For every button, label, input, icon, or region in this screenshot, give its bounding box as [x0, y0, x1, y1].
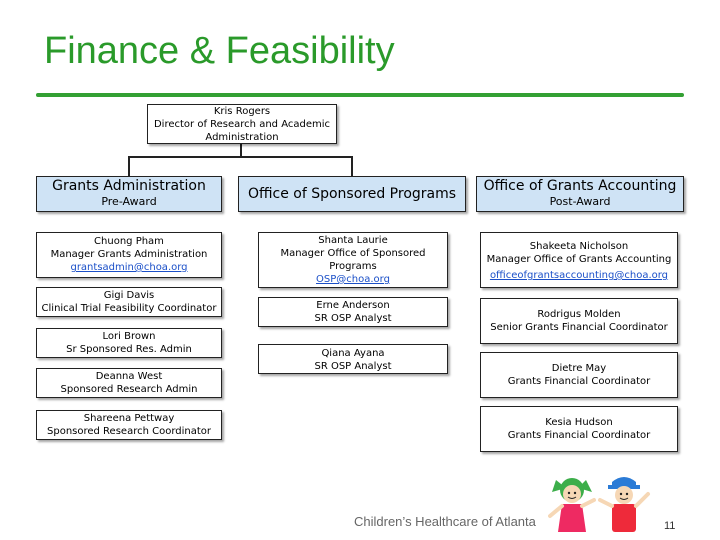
page-title: Finance & Feasibility [44, 30, 395, 72]
member-role: Sr Sponsored Res. Admin [66, 344, 192, 355]
member-name: Kesia Hudson [545, 417, 613, 428]
dept-subtitle: Pre-Award [101, 195, 157, 208]
footer-org-name: Children’s Healthcare of Atlanta [354, 514, 536, 529]
member-name: Dietre May [551, 363, 607, 374]
connector-horizontal [128, 156, 353, 158]
member-card: Shanta Laurie Manager Office of Sponsore… [258, 232, 448, 288]
member-email-link[interactable]: OSP@choa.org [316, 274, 390, 285]
dept-title: Office of Grants Accounting [483, 178, 677, 194]
member-name: Erne Anderson [316, 300, 390, 311]
dept-title: Office of Sponsored Programs [247, 186, 457, 202]
page-number: 11 [664, 520, 676, 532]
member-card: Deanna West Sponsored Research Admin [36, 368, 222, 398]
member-email-link[interactable]: officeofgrantsaccounting@choa.org [489, 270, 669, 281]
member-card: Gigi Davis Clinical Trial Feasibility Co… [36, 287, 222, 317]
connector-director-down [240, 144, 242, 156]
member-role: Senior Grants Financial Coordinator [490, 322, 668, 333]
connector-middle-drop [351, 156, 353, 176]
member-role: Manager Grants Administration [50, 249, 208, 260]
member-role: Grants Financial Coordinator [507, 430, 651, 441]
member-card: Dietre May Grants Financial Coordinator [480, 352, 678, 398]
member-name: Shanta Laurie [318, 235, 388, 246]
dept-subtitle: Post-Award [549, 195, 611, 208]
two-children-logo-icon [548, 477, 650, 532]
member-role: Clinical Trial Feasibility Coordinator [41, 303, 217, 314]
member-role: Manager Office of Grants Accounting [486, 254, 672, 265]
connector-left-drop [128, 156, 130, 176]
member-card: Shareena Pettway Sponsored Research Coor… [36, 410, 222, 440]
dept-header-sponsored-programs: Office of Sponsored Programs [238, 176, 466, 212]
member-card: Qiana Ayana SR OSP Analyst [258, 344, 448, 374]
member-email-link[interactable]: grantsadmin@choa.org [70, 262, 188, 273]
director-role: Director of Research and Academic [153, 119, 330, 130]
director-box: Kris Rogers Director of Research and Aca… [147, 104, 337, 144]
title-divider [36, 93, 684, 97]
member-role: SR OSP Analyst [314, 361, 392, 372]
member-role: Grants Financial Coordinator [507, 376, 651, 387]
member-name: Deanna West [95, 371, 163, 382]
dept-title: Grants Administration [52, 178, 206, 194]
dept-header-grants-admin: Grants Administration Pre-Award [36, 176, 222, 212]
member-role: Manager Office of Sponsored [280, 248, 426, 259]
member-card: Erne Anderson SR OSP Analyst [258, 297, 448, 327]
member-name: Gigi Davis [103, 290, 155, 301]
member-name: Shakeeta Nicholson [529, 241, 629, 252]
member-role: SR OSP Analyst [314, 313, 392, 324]
member-name: Shareena Pettway [83, 413, 175, 424]
director-role-cont: Administration [205, 132, 279, 143]
member-card: Chuong Pham Manager Grants Administratio… [36, 232, 222, 278]
member-role: Sponsored Research Coordinator [47, 426, 211, 437]
director-name: Kris Rogers [213, 106, 271, 117]
member-card: Lori Brown Sr Sponsored Res. Admin [36, 328, 222, 358]
member-name: Chuong Pham [94, 236, 164, 247]
member-card: Kesia Hudson Grants Financial Coordinato… [480, 406, 678, 452]
member-role-cont: Programs [329, 261, 377, 272]
dept-header-grants-accounting: Office of Grants Accounting Post-Award [476, 176, 684, 212]
member-card: Rodrigus Molden Senior Grants Financial … [480, 298, 678, 344]
member-name: Lori Brown [102, 331, 156, 342]
member-role: Sponsored Research Admin [60, 384, 198, 395]
member-name: Rodrigus Molden [537, 309, 621, 320]
member-name: Qiana Ayana [321, 348, 385, 359]
member-card: Shakeeta Nicholson Manager Office of Gra… [480, 232, 678, 288]
